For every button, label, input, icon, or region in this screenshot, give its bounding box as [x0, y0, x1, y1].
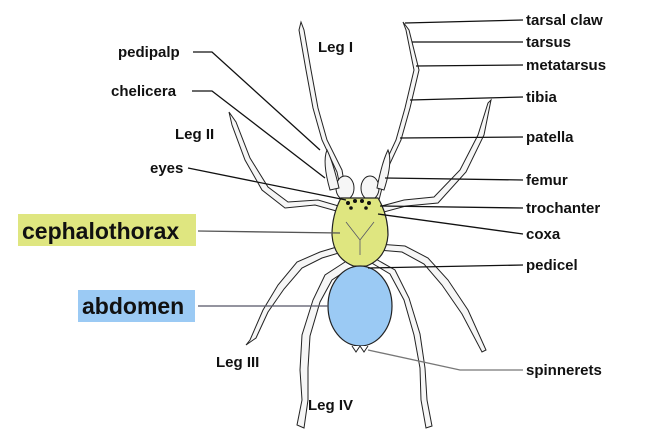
label-trochanter: trochanter: [526, 200, 600, 217]
label-tibia: tibia: [526, 89, 557, 106]
eye-dot: [364, 206, 368, 210]
label-leg-3: Leg III: [216, 354, 259, 371]
abdomen-shape: [328, 266, 392, 346]
eye-dot: [367, 201, 371, 205]
leg-3-right-shape: [378, 244, 486, 352]
label-femur: femur: [526, 172, 568, 189]
label-leg-1: Leg I: [318, 39, 353, 56]
label-pedicel: pedicel: [526, 257, 578, 274]
pointer-tarsal-claw: [405, 20, 523, 23]
pointer-cephalothorax: [198, 231, 340, 233]
eye-dot: [349, 206, 353, 210]
eye-dot: [360, 199, 364, 203]
eye-dot: [346, 201, 350, 205]
label-pedipalp: pedipalp: [118, 44, 180, 61]
spinnerets-shape: [352, 346, 368, 352]
pointer-pedicel: [368, 265, 523, 268]
pointer-tibia: [410, 97, 523, 100]
leg-3-right: [378, 244, 486, 352]
pointer-eyes: [188, 168, 346, 200]
label-patella: patella: [526, 129, 574, 146]
pointer-coxa: [378, 214, 523, 234]
eye-dot: [353, 199, 357, 203]
label-spinnerets: spinnerets: [526, 362, 602, 379]
cephalothorax-shape: [332, 198, 388, 268]
leg-2-right: [378, 100, 491, 213]
label-cephalothorax: cephalothorax: [22, 218, 179, 244]
label-tarsus: tarsus: [526, 34, 571, 51]
label-leg-4: Leg IV: [308, 397, 353, 414]
leg-3-left-shape: [246, 246, 342, 345]
pointer-patella: [400, 137, 523, 138]
label-metatarsus: metatarsus: [526, 57, 606, 74]
pedipalp-right-shape: [361, 176, 379, 200]
pointer-metatarsus: [416, 65, 523, 66]
label-tarsal-claw: tarsal claw: [526, 12, 603, 29]
label-chelicera: chelicera: [111, 83, 177, 100]
label-eyes: eyes: [150, 160, 183, 177]
leg-3-left: [246, 246, 342, 345]
pointer-spinnerets: [368, 350, 523, 370]
label-abdomen: abdomen: [82, 293, 184, 319]
chelicera-right-shape: [377, 150, 390, 190]
label-leg-2: Leg II: [175, 126, 214, 143]
leg-2-right-shape: [378, 100, 491, 213]
label-coxa: coxa: [526, 226, 561, 243]
